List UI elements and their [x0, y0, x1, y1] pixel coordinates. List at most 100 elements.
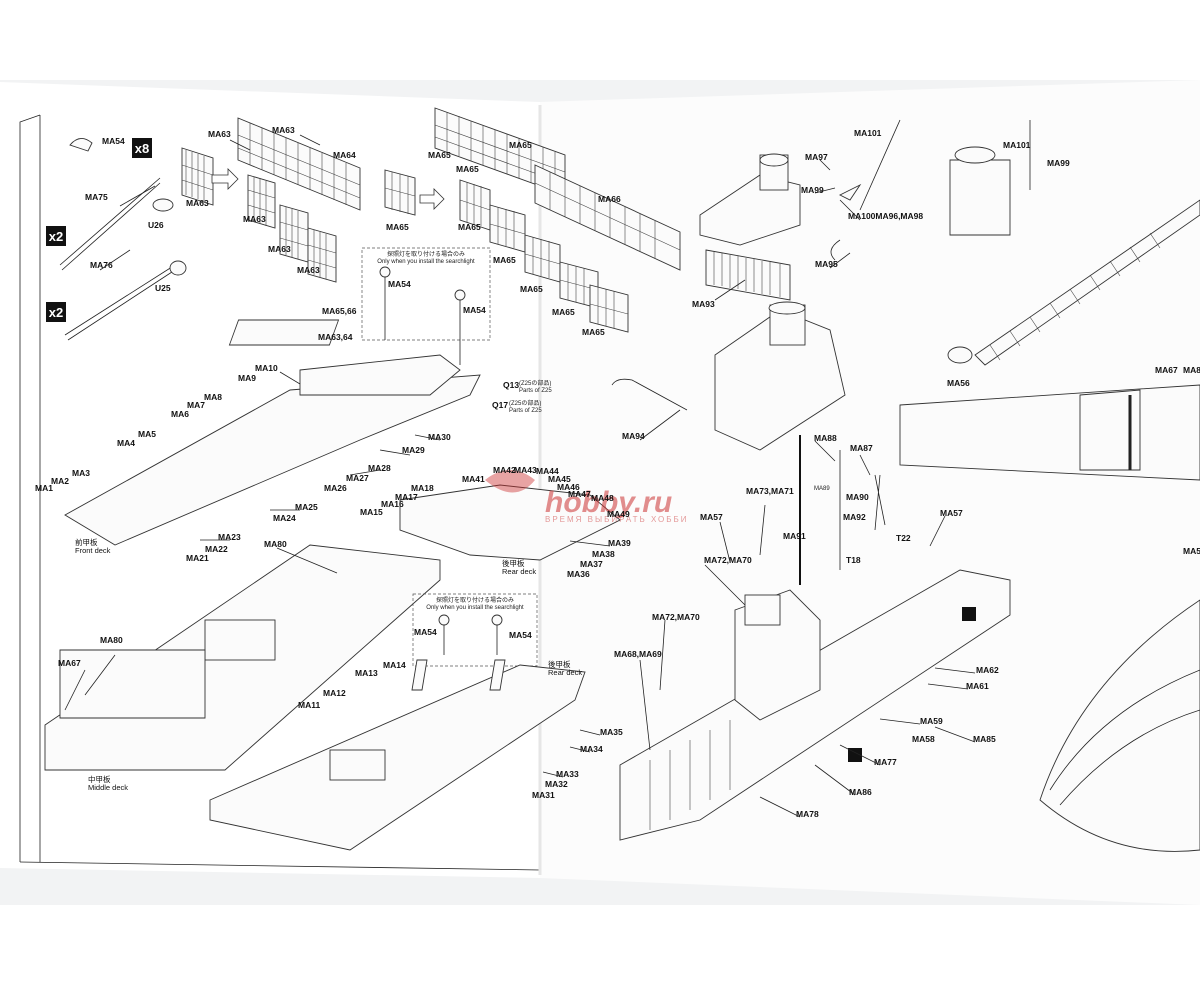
part-label: U26 [148, 220, 164, 230]
part-label: MA85 [973, 734, 996, 744]
part-label: MA16 [381, 499, 404, 509]
part-label: MA57 [940, 508, 963, 518]
part-label: T22 [896, 533, 911, 543]
part-label: MA97 [805, 152, 828, 162]
part-label: MA100MA96,MA98 [848, 211, 923, 221]
part-label: MA62 [976, 665, 999, 675]
crane-arm [947, 199, 1200, 366]
part-label: MA61 [966, 681, 989, 691]
svg-text:hobby.ru: hobby.ru [545, 486, 672, 519]
arrow-icon [211, 168, 239, 190]
part-label: MA58 [912, 734, 935, 744]
part-label: MA38 [592, 549, 615, 559]
symbol-icon [848, 748, 862, 762]
part-label: MA4 [117, 438, 135, 448]
part-label: MA65 [509, 140, 532, 150]
part-label: MA54 [102, 136, 125, 146]
symbol-icon [962, 607, 976, 621]
part-label: MA65 [428, 150, 451, 160]
part-label: MA47 [568, 489, 591, 499]
part-label: MA57 [700, 512, 723, 522]
svg-text:Parts of Z25: Parts of Z25 [509, 408, 542, 414]
svg-text:MA89: MA89 [814, 486, 830, 492]
part-label: MA64 [333, 150, 356, 160]
part-label: MA26 [324, 483, 347, 493]
searchlight-option-box: 探照灯を取り付ける場合のみ Only when you install the … [412, 593, 538, 667]
svg-text:ВРЕМЯ ВЫБИРАТЬ ХОББИ: ВРЕМЯ ВЫБИРАТЬ ХОББИ [545, 515, 689, 524]
svg-text:前甲板: 前甲板 [75, 537, 98, 547]
left-frame-line [19, 114, 41, 862]
part-label: MA56 [947, 378, 970, 388]
part-label: MA99 [801, 185, 824, 195]
part-label: MA36 [567, 569, 590, 579]
part-label: MA101 [1003, 140, 1031, 150]
part-label: MA87 [850, 443, 873, 453]
part-label: MA43 [514, 465, 537, 475]
part-label: MA3 [72, 468, 90, 478]
part-label: MA63 [268, 244, 291, 254]
part-label: MA92 [843, 512, 866, 522]
part-label: MA65 [520, 284, 543, 294]
part-label: MA6 [171, 409, 189, 419]
part-label: MA48 [591, 493, 614, 503]
part-label: MA54 [463, 305, 486, 315]
mast-parts [830, 119, 1031, 261]
part-label: MA21 [186, 553, 209, 563]
part-label: MA78 [796, 809, 819, 819]
svg-text:後甲板: 後甲板 [548, 659, 571, 669]
railing-sheet-MA65 [419, 107, 681, 333]
part-label: MA32 [545, 779, 568, 789]
part-label: MA11 [298, 700, 320, 710]
part-label: MA63 [297, 265, 320, 275]
part-label: MA68,MA69 [614, 649, 662, 659]
part-label: MA30 [428, 432, 451, 442]
hull-assembly [619, 435, 1011, 841]
part-label: MA59 [920, 716, 943, 726]
part-label: MA18 [411, 483, 434, 493]
part-label: Q13 [503, 380, 519, 390]
part-label: MA39 [608, 538, 631, 548]
svg-text:Rear deck: Rear deck [502, 567, 536, 576]
part-label: MA67 [58, 658, 81, 668]
part-label: MA99 [1047, 158, 1070, 168]
part-label: MA22 [205, 544, 228, 554]
part-label: MA12 [323, 688, 346, 698]
part-label: MA46 [557, 482, 580, 492]
railing-sheet-MA63 [181, 117, 416, 283]
part-label: T18 [846, 555, 861, 565]
part-label: MA86 [849, 787, 872, 797]
part-label: MA9 [238, 373, 256, 383]
part-labels: MA54 MA75 U26 MA76 U25 MA63 MA63 MA63 MA… [35, 125, 1200, 819]
part-label: MA25 [295, 502, 318, 512]
part-label: MA65 [458, 222, 481, 232]
svg-text:探照灯を取り付ける場合のみ: 探照灯を取り付ける場合のみ [436, 596, 514, 604]
part-label: MA27 [346, 473, 369, 483]
part-label: MA44 [536, 466, 559, 476]
part-label: MA31 [532, 790, 555, 800]
part-label: MA5 [1183, 546, 1200, 556]
part-label: MA45 [548, 474, 571, 484]
svg-text:x2: x2 [49, 229, 63, 244]
part-label: MA65 [386, 222, 409, 232]
part-label: MA73,MA71 [746, 486, 794, 496]
part-label: MA7 [187, 400, 205, 410]
part-label: MA49 [607, 509, 630, 519]
part-label: MA14 [383, 660, 406, 670]
svg-text:Parts of Z25: Parts of Z25 [519, 388, 552, 394]
part-label: MA93 [692, 299, 715, 309]
part-label: MA34 [580, 744, 603, 754]
part-label: MA67 [1155, 365, 1178, 375]
site-watermark: hobby.ru ВРЕМЯ ВЫБИРАТЬ ХОББИ [485, 470, 689, 524]
part-label: MA54 [509, 630, 532, 640]
aft-deck-block [899, 384, 1200, 481]
front-deck: 前甲板 Front deck [64, 319, 481, 555]
part-label: MA88 [814, 433, 837, 443]
part-label: Q17 [492, 400, 508, 410]
arrow-icon [419, 188, 445, 210]
part-label: MA77 [874, 757, 897, 767]
part-label: MA80 [100, 635, 123, 645]
part-label: MA23 [218, 532, 241, 542]
svg-text:Rear deck: Rear deck [548, 668, 582, 677]
rear-deck-lower: 後甲板 Rear deck [209, 659, 586, 851]
